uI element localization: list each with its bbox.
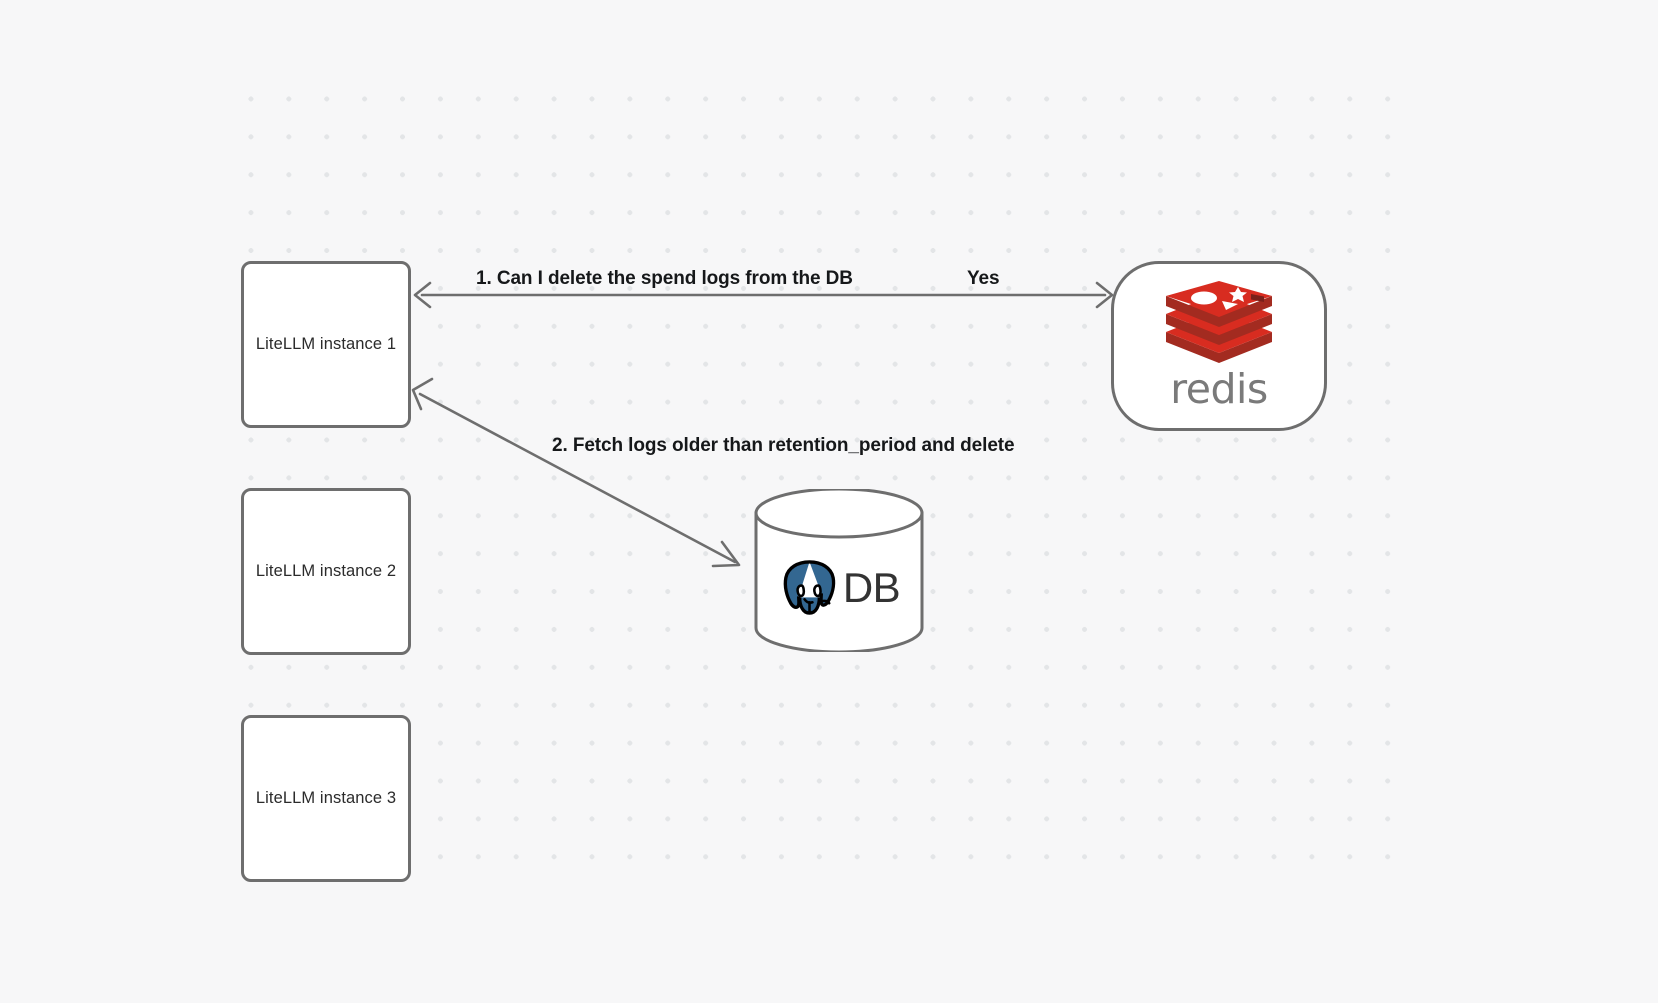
node-litellm-instance-1[interactable]: LiteLLM instance 1 <box>241 261 411 428</box>
db-label: DB <box>842 563 901 611</box>
arrowhead-downright <box>711 540 741 568</box>
edge-label-yes: Yes <box>967 268 1000 289</box>
edge-label-step-1: 1. Can I delete the spend logs from the … <box>476 268 853 289</box>
node-label-litellm-2: LiteLLM instance 2 <box>255 562 397 580</box>
redis-stack-logo-icon <box>1166 280 1272 363</box>
node-label-litellm-1: LiteLLM instance 1 <box>255 335 397 353</box>
edge-label-step-2: 2. Fetch logs older than retention_perio… <box>552 435 1015 456</box>
node-redis[interactable]: redis <box>1111 261 1327 431</box>
arrowhead-upleft <box>411 377 434 411</box>
database-cylinder-shape <box>754 489 924 652</box>
arrowhead-right <box>1095 281 1114 309</box>
node-label-litellm-3: LiteLLM instance 3 <box>255 789 397 807</box>
postgresql-elephant-icon <box>783 560 836 615</box>
node-litellm-instance-3[interactable]: LiteLLM instance 3 <box>241 715 411 882</box>
redis-wordmark: redis <box>1170 364 1268 413</box>
edge-litellm1-db <box>411 377 741 568</box>
node-database[interactable]: DB <box>753 489 925 652</box>
arrowhead-left <box>413 281 432 309</box>
node-litellm-instance-2[interactable]: LiteLLM instance 2 <box>241 488 411 655</box>
